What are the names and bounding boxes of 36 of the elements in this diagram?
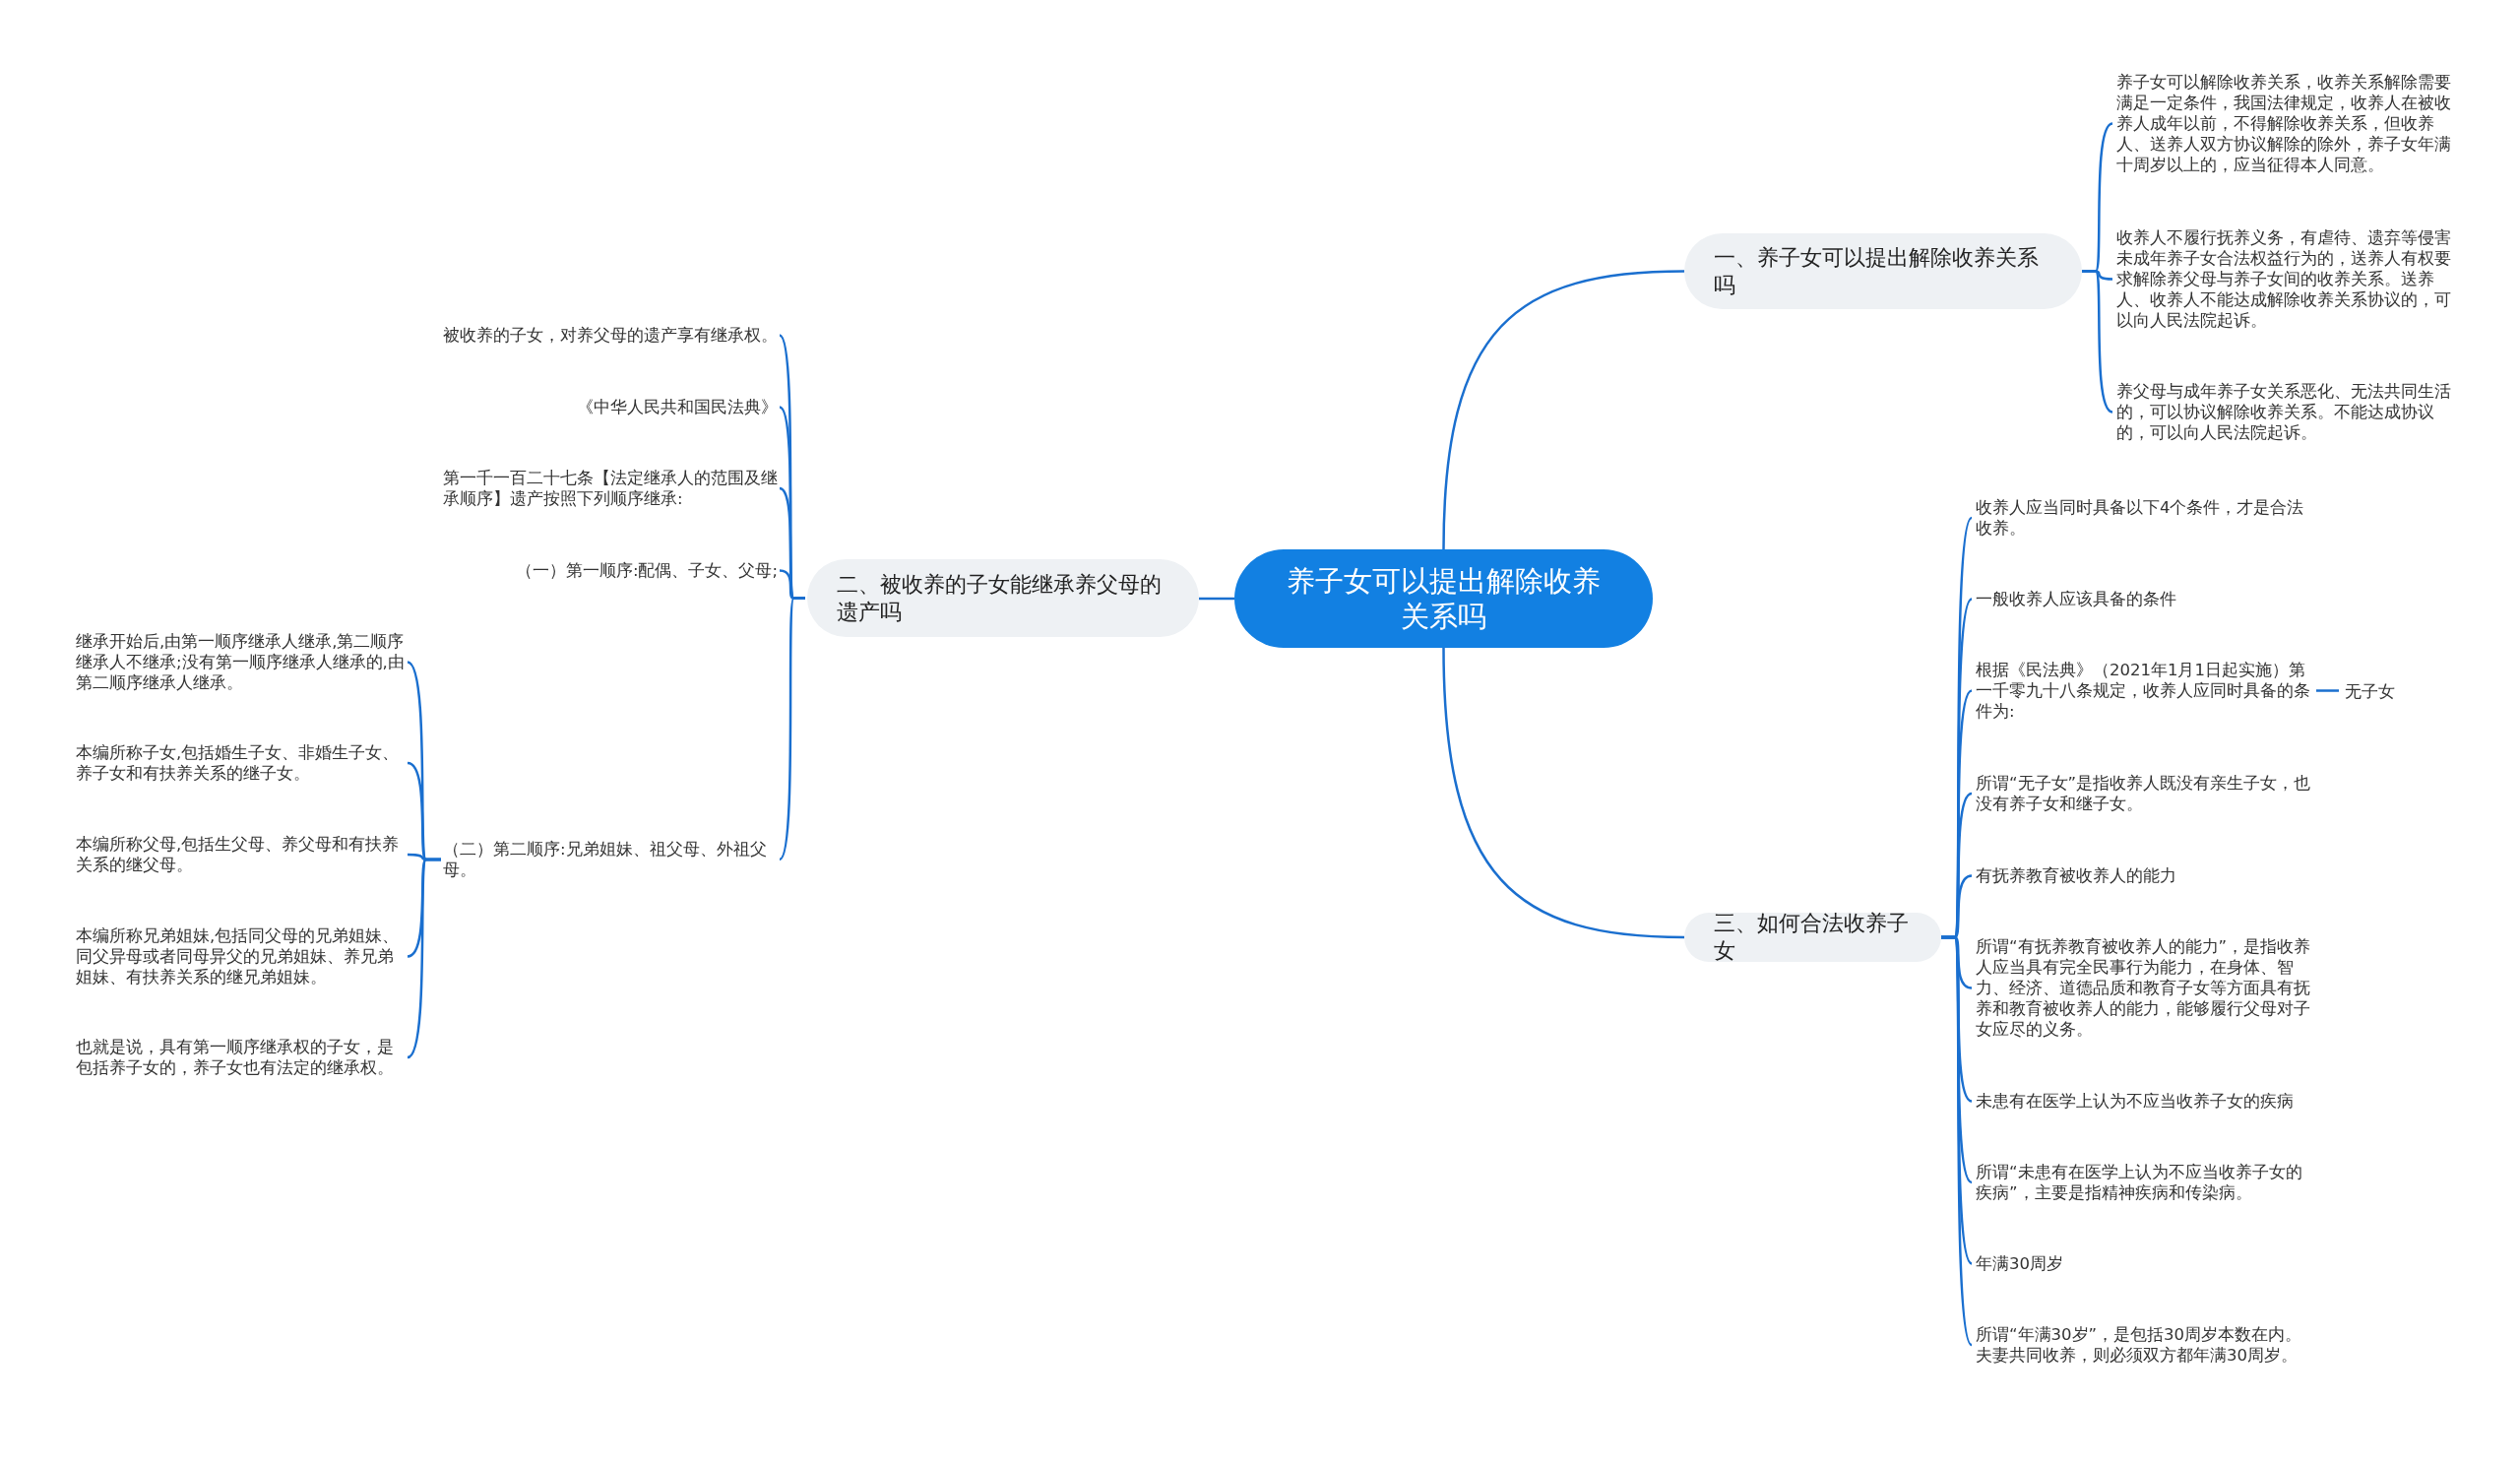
note-text: 所谓“无子女”是指收养人既没有亲生子女，也没有养子女和继子女。 (1976, 773, 2315, 814)
note-text: 也就是说，具有第一顺序继承权的子女，是包括养子女的，养子女也有法定的继承权。 (76, 1037, 406, 1078)
note-text: 本编所称兄弟姐妹,包括同父母的兄弟姐妹、同父异母或者同母异父的兄弟姐妹、养兄弟姐妹、有扶养关系的继兄弟姐妹。 (76, 925, 406, 987)
note-text: 所谓“未患有在医学上认为不应当收养子女的疾病”，主要是指精神疾病和传染病。 (1976, 1162, 2315, 1203)
note-text: 有抚养教育被收养人的能力 (1976, 865, 2315, 886)
note-text: 收养人应当同时具备以下4个条件，才是合法收养。 (1976, 497, 2315, 539)
topic-box: 一、养子女可以提出解除收养关系吗 (1684, 233, 2082, 309)
connector-line (779, 597, 805, 860)
connector-line (1199, 597, 1234, 601)
note-text: 一般收养人应该具备的条件 (1976, 589, 2315, 609)
note-text: 未患有在医学上认为不应当收养子女的疾病 (1976, 1091, 2315, 1112)
note-text: 第一千一百二十七条【法定继承人的范围及继承顺序】遗产按照下列顺序继承: (443, 468, 778, 509)
note-text: （一）第一顺序:配偶、子女、父母; (433, 560, 778, 581)
note-text: 《中华人民共和国民法典》 (433, 397, 778, 417)
topic-box: 二、被收养的子女能继承养父母的遗产吗 (807, 559, 1199, 637)
note-text: 养子女可以解除收养关系，收养关系解除需要满足一定条件，我国法律规定，收养人在被收养人成年以前，不得解除收养关系，但收养人、送养人双方协议解除的除外，养子女年满十周岁以上的，应当征得本人同意。 (2116, 72, 2461, 175)
note-text: 无子女 (2345, 681, 2414, 702)
note-text: 年满30周岁 (1976, 1253, 2315, 1274)
note-text: 本编所称父母,包括生父母、养父母和有扶养关系的继父母。 (76, 834, 406, 875)
note-text: 根据《民法典》（2021年1月1日起实施）第一千零九十八条规定，收养人应同时具备的条件为: (1976, 660, 2315, 722)
connector-line (1442, 647, 1685, 939)
connector-line (2082, 270, 2113, 414)
note-text: 继承开始后,由第一顺序继承人继承,第二顺序继承人不继承;没有第一顺序继承人继承的,由第二顺序继承人继承。 (76, 631, 406, 693)
note-text: 被收养的子女，对养父母的遗产享有继承权。 (433, 325, 778, 346)
note-text: 所谓“有抚养教育被收养人的能力”，是指收养人应当具有完全民事行为能力，在身体、智力、经济、道德品质和教育子女等方面具有抚养和教育被收养人的能力，能够履行父母对子女应尽的义务。 (1976, 936, 2315, 1040)
note-text: 所谓“年满30岁”，是包括30周岁本数在内。夫妻共同收养，则必须双方都年满30周岁。 (1976, 1324, 2315, 1366)
note-text: 养父母与成年养子女关系恶化、无法共同生活的，可以协议解除收养关系。不能达成协议的，可以向人民法院起诉。 (2116, 381, 2461, 443)
central-topic: 养子女可以提出解除收养关系吗 (1234, 549, 1653, 648)
topic-box: 三、如何合法收养子女 (1684, 913, 1941, 962)
note-text: 收养人不履行抚养义务，有虐待、遗弃等侵害未成年养子女合法权益行为的，送养人有权要求解除养父母与养子女间的收养关系。送养人、收养人不能达成解除收养关系协议的，可以向人民法院起诉。 (2116, 227, 2461, 331)
note-text: 本编所称子女,包括婚生子女、非婚生子女、养子女和有扶养关系的继子女。 (76, 742, 406, 784)
note-text: （二）第二顺序:兄弟姐妹、祖父母、外祖父母。 (443, 839, 778, 880)
connector-line (407, 858, 441, 1058)
connector-line (1941, 935, 1974, 1346)
connector-line (2316, 689, 2339, 692)
connector-line (1442, 270, 1685, 550)
